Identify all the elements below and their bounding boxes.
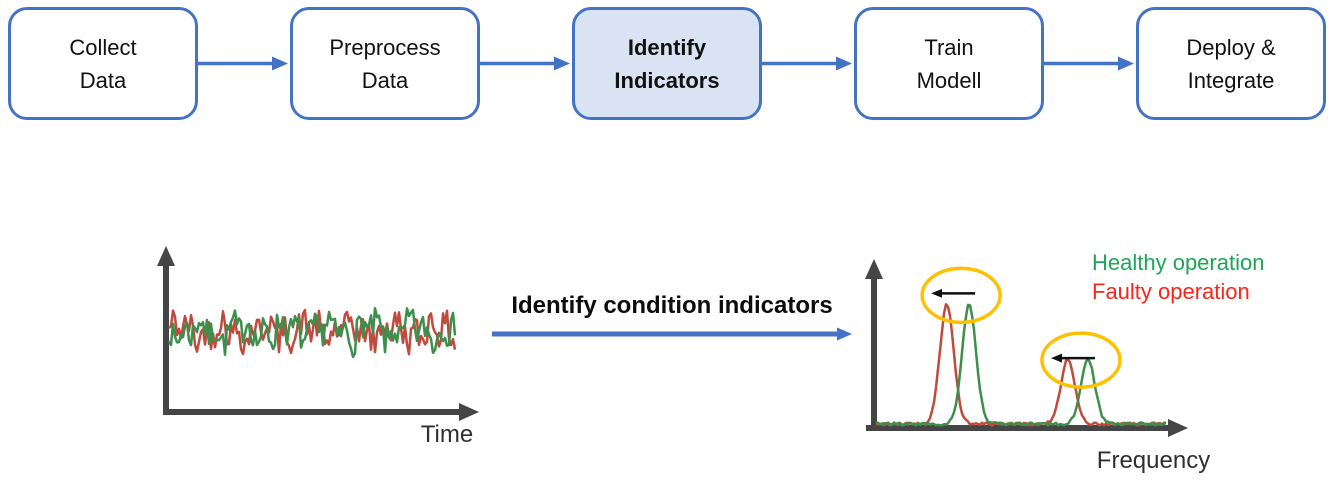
peak-shift-ellipse-1: [920, 266, 1002, 325]
flow-step-train-model: Train Modell: [854, 7, 1044, 120]
time-axis-label: Time: [420, 421, 474, 448]
flow-step-collect-data: Collect Data: [8, 7, 198, 120]
flow-step-label: Deploy & Integrate: [1186, 34, 1276, 93]
frequency-axis-label: Frequency: [1096, 447, 1211, 474]
flow-step-label: Preprocess Data: [329, 34, 441, 93]
flow-step-preprocess-data: Preprocess Data: [290, 7, 480, 120]
flow-step-deploy-integrate: Deploy & Integrate: [1136, 7, 1326, 120]
peak-shift-ellipse-2: [1040, 331, 1122, 389]
time-plot-axes: [157, 246, 479, 421]
flow-step-label: Train Modell: [916, 34, 982, 93]
legend-healthy-operation: Healthy operation: [1092, 250, 1265, 275]
flow-step-identify-indicators: Identify Indicators: [572, 7, 762, 120]
flow-step-label: Collect Data: [69, 34, 137, 93]
spectrum-trace-faulty: [875, 303, 1167, 427]
time-signal-traces: [167, 306, 457, 359]
legend-faulty-operation: Faulty operation: [1092, 279, 1250, 304]
time-trace-faulty: [168, 308, 457, 356]
peak-shift-annotations: [920, 266, 1122, 389]
flow-step-label: Identify Indicators: [614, 34, 720, 93]
transform-arrow-label: Identify condition indicators: [511, 292, 833, 319]
frequency-spectrum-traces: [875, 303, 1167, 427]
time-trace-healthy: [167, 306, 457, 359]
spectrum-trace-healthy: [875, 303, 1167, 427]
